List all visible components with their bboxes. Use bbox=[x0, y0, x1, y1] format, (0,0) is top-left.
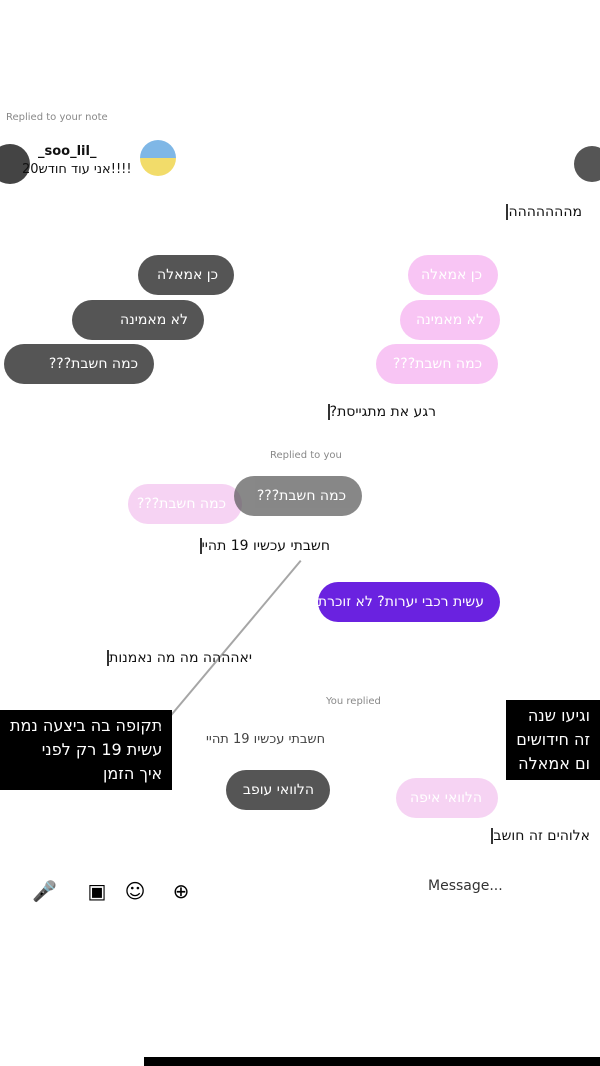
note-reply-label: Replied to your note bbox=[6, 112, 108, 123]
cursor-tick-icon bbox=[107, 650, 110, 666]
mic-icon[interactable]: 🎤 bbox=[32, 879, 57, 903]
receiver-avatar[interactable] bbox=[574, 146, 600, 182]
you-replied-label: You replied bbox=[326, 696, 381, 707]
message-bubble-pink[interactable]: כן אמאלה bbox=[408, 255, 498, 295]
decorative-line bbox=[152, 560, 302, 738]
cursor-tick-icon bbox=[199, 538, 202, 554]
cursor-tick-icon bbox=[506, 204, 509, 220]
reply-bubble[interactable]: כמה חשבת??? bbox=[234, 476, 362, 516]
sticker-icon[interactable]: ☺ bbox=[124, 879, 146, 903]
message-bubble-dark[interactable]: כן אמאלה bbox=[138, 255, 234, 295]
message-composer: Message... 🎤 ▣ ☺ ⊕ bbox=[0, 870, 600, 910]
message-bubble-dark[interactable]: לא מאמינה bbox=[72, 300, 204, 340]
message-bubble-pink[interactable]: כמה חשבת??? bbox=[376, 344, 498, 384]
message-incoming: חשבתי עכשיו 19 תהיי bbox=[199, 538, 330, 554]
message-incoming: יאהההה מה מה נאמנות bbox=[107, 650, 252, 666]
replied-label: Replied to you bbox=[270, 450, 342, 461]
message-incoming: רגע את מתגייסת? bbox=[327, 404, 436, 420]
message-bubble-purple[interactable]: עשית רכבי יערות? לא זוכרת bbox=[318, 582, 500, 622]
message-bubble-dark[interactable]: כמה חשבת??? bbox=[4, 344, 154, 384]
message-incoming: אלוהים זה חושב bbox=[491, 828, 590, 844]
cursor-tick-icon bbox=[327, 404, 330, 420]
text-overlay-right: וגיעו שנה זה חידושים ום אמאלה bbox=[506, 700, 600, 780]
plus-icon[interactable]: ⊕ bbox=[172, 879, 190, 903]
message-bubble-pink[interactable]: לא מאמינה bbox=[400, 300, 500, 340]
note-story-avatar[interactable] bbox=[140, 140, 176, 176]
reply-quote-bubble[interactable]: כמה חשבת??? bbox=[128, 484, 242, 524]
message-bubble-dark[interactable]: הלוואי עופב bbox=[226, 770, 330, 810]
note-username: _soo_lil_ bbox=[38, 144, 97, 159]
message-bubble-pink[interactable]: הלוואי איפה bbox=[396, 778, 498, 818]
home-indicator bbox=[144, 1057, 600, 1066]
message-input[interactable]: Message... bbox=[428, 878, 503, 894]
message-incoming: מההההההה bbox=[506, 204, 582, 220]
note-text: אני עוד חודש20!!!! bbox=[22, 162, 132, 177]
cursor-tick-icon bbox=[491, 828, 494, 844]
text-overlay-left: תקופה בה ביצעה נמת עשית 19 רק לפני איך ה… bbox=[0, 710, 173, 790]
reply-quote-text: חשבתי עכשיו 19 תהיי bbox=[206, 732, 326, 747]
image-icon[interactable]: ▣ bbox=[87, 879, 107, 903]
note-row: _soo_lil_ אני עוד חודש20!!!! bbox=[0, 138, 600, 186]
